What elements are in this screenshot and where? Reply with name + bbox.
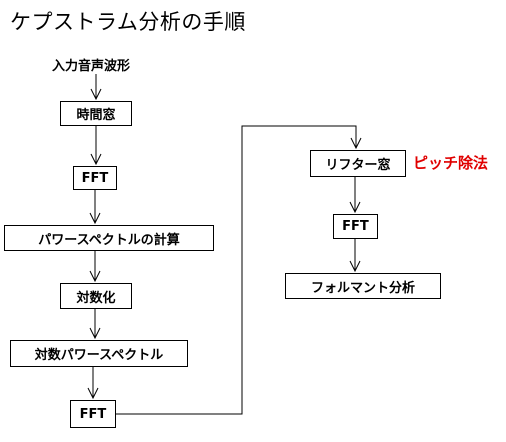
log-power-spectrum-box: 対数パワースペクトル xyxy=(10,340,188,367)
lifter-window-box: リフター窓 xyxy=(310,150,406,177)
fft-box-3: FFT xyxy=(333,214,378,239)
time-window-box: 時間窓 xyxy=(60,101,132,126)
arrow-input-to-window xyxy=(90,74,102,101)
arrow-window-to-fft xyxy=(90,126,102,166)
arrow-lifter-to-fft xyxy=(349,177,361,214)
log-box: 対数化 xyxy=(60,283,132,309)
arrow-fft-to-power xyxy=(89,190,101,225)
formant-analysis-box: フォルマント分析 xyxy=(285,273,441,299)
fft-box-1: FFT xyxy=(73,166,117,190)
diagram-title: ケプストラム分析の手順 xyxy=(10,10,246,34)
arrow-log-to-logpower xyxy=(89,309,101,340)
input-label: 入力音声波形 xyxy=(52,59,131,74)
pitch-removal-note: ピッチ除法 xyxy=(413,154,489,172)
arrow-fft-to-formant xyxy=(349,239,361,273)
connector-left-to-right xyxy=(116,125,362,415)
arrow-logpower-to-fft xyxy=(87,367,99,400)
arrow-power-to-log xyxy=(89,251,101,283)
fft-box-2: FFT xyxy=(70,400,116,428)
power-spectrum-box: パワースペクトルの計算 xyxy=(4,225,214,251)
